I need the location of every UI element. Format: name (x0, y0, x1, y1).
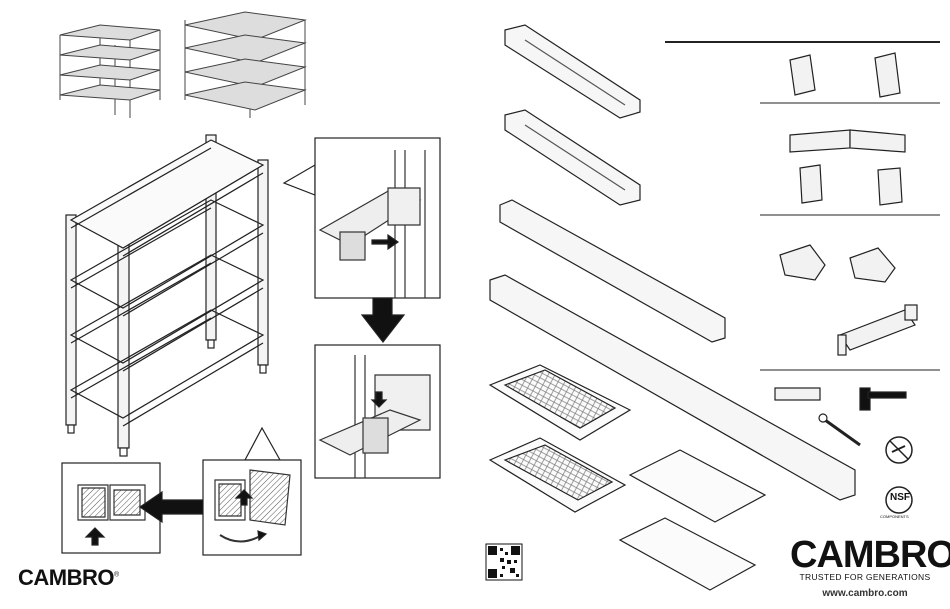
clip-part-1 (790, 53, 900, 97)
wrench-icon (825, 420, 860, 445)
brand-tagline: TRUSTED FOR GENERATIONS (790, 572, 940, 582)
nsf-sub-label: COMPONENTS (880, 514, 909, 519)
nsf-label: NSF (890, 492, 910, 503)
qr-code-icon (486, 544, 522, 580)
brand-name-large: CAMBRO (790, 535, 940, 575)
hammer-icon (860, 388, 906, 410)
parts-list (490, 25, 855, 590)
trademark: ® (114, 572, 119, 579)
shelving-unit-illustration (66, 135, 268, 456)
brand-url[interactable]: www.cambro.com (790, 588, 940, 599)
level-icon (775, 388, 820, 400)
shelf-l-unit-icon (185, 12, 305, 118)
brand-name: CAMBRO (18, 565, 114, 590)
corner-part (780, 245, 917, 355)
shelf-corner-unit-icon (55, 22, 170, 122)
arrow-down-icon (362, 298, 404, 342)
no-tools-icon (886, 437, 912, 463)
connector-part (790, 130, 905, 205)
brand-logo-left: CAMBRO® (18, 565, 119, 591)
brand-logo-right: CAMBRO TRUSTED FOR GENERATIONS www.cambr… (790, 535, 940, 599)
